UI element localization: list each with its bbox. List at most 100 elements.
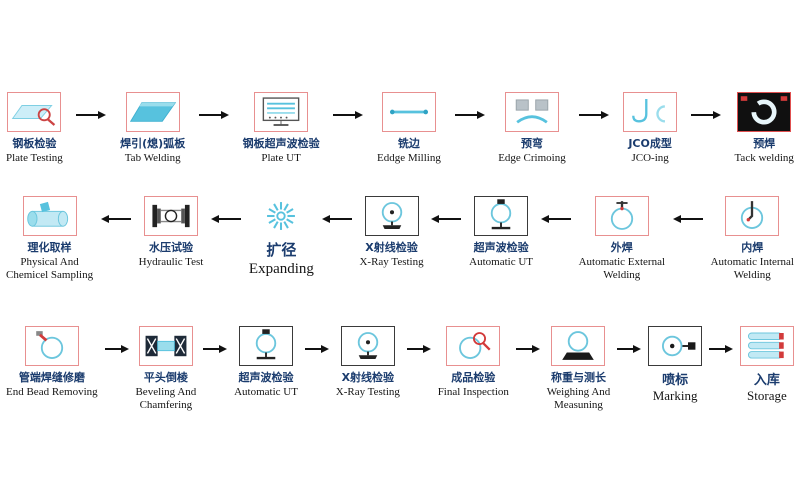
flow-step-hydraulic-test: 水压试验 Hydraulic Test bbox=[138, 196, 204, 269]
step-label-zh: 水压试验 bbox=[149, 241, 193, 254]
step-label-zh: 预弯 bbox=[520, 137, 543, 150]
ultrasonic-testing-icon bbox=[474, 196, 529, 236]
step-label-zh: 内焊 bbox=[741, 241, 764, 254]
step-label-en: Edge Crimoing bbox=[498, 152, 566, 164]
step-label-zh: X射线检验 bbox=[365, 241, 418, 254]
flow-step-expanding: 扩径 Expanding bbox=[249, 196, 314, 278]
step-label-en: Hydraulic Test bbox=[138, 256, 204, 268]
step-label-zh: X射线检验 bbox=[341, 371, 395, 384]
step-label-en: Plate Testing bbox=[6, 152, 63, 164]
arrow-right-icon bbox=[515, 345, 540, 353]
arrow-left-icon bbox=[672, 215, 703, 223]
step-label-en: Storage bbox=[747, 388, 787, 403]
flow-step-end-bead-removing: 管端焊缝修磨 End Bead Removing bbox=[6, 326, 98, 399]
arrow-right-icon bbox=[579, 111, 610, 119]
edge-milling-icon bbox=[381, 92, 436, 132]
weighing-icon bbox=[551, 326, 606, 366]
flow-step-final-inspection: 成品检验 Final Inspection bbox=[438, 326, 509, 399]
tack-welding-icon bbox=[737, 92, 792, 132]
step-label-zh: JCO成型 bbox=[628, 137, 672, 150]
arrow-right-icon bbox=[709, 345, 733, 353]
arrow-right-icon bbox=[454, 111, 485, 119]
arrow-right-icon bbox=[104, 345, 129, 353]
step-label-zh: 外焊 bbox=[610, 241, 633, 254]
step-label-zh: 称重与测长 bbox=[550, 371, 606, 384]
hydraulic-test-icon bbox=[144, 196, 198, 236]
expanding-icon bbox=[254, 196, 308, 236]
step-label-zh: 扩径 bbox=[266, 241, 297, 259]
step-label-zh: 超声波检验 bbox=[238, 371, 294, 384]
step-label-zh: 理化取样 bbox=[27, 241, 72, 254]
flow-step-jco-forming: JCO成型 JCO-ing bbox=[623, 92, 678, 165]
step-label-en: Automatic UT bbox=[234, 386, 298, 398]
step-label-en: JCO-ing bbox=[631, 152, 669, 164]
sampling-pipe-icon bbox=[22, 196, 77, 236]
step-label-en: Physical And Chemicel Sampling bbox=[6, 256, 94, 281]
step-label-zh: 钢板检验 bbox=[12, 137, 57, 150]
step-label-en: Tab Welding bbox=[124, 152, 181, 164]
step-label-en: Marking bbox=[652, 388, 698, 403]
marking-icon bbox=[648, 326, 703, 366]
step-label-zh: 喷标 bbox=[662, 373, 689, 388]
step-label-zh: 超声波检验 bbox=[473, 241, 529, 254]
step-label-en: Expanding bbox=[248, 261, 314, 277]
arrow-left-icon bbox=[321, 215, 352, 223]
jco-forming-icon bbox=[623, 92, 678, 132]
xray-testing-icon bbox=[364, 196, 419, 236]
flow-step-sampling-pipe: 理化取样 Physical And Chemicel Sampling bbox=[6, 196, 93, 281]
xray-testing-icon bbox=[340, 326, 395, 366]
tab-welding-icon bbox=[125, 92, 180, 132]
step-label-en: X-Ray Testing bbox=[335, 386, 400, 398]
ultrasonic-testing-icon bbox=[239, 326, 294, 366]
arrow-left-icon bbox=[211, 215, 242, 223]
flow-step-external-welding: 外焊 Automatic External Welding bbox=[579, 196, 665, 281]
step-label-zh: 钢板超声波检验 bbox=[242, 137, 320, 150]
arrow-left-icon bbox=[540, 215, 571, 223]
flow-step-tab-welding: 焊引(熄)弧板 Tab Welding bbox=[120, 92, 185, 165]
arrow-right-icon bbox=[617, 345, 642, 353]
flow-row-1: 钢板检验 Plate Testing 焊引(熄)弧板 Tab Welding 钢板超声波… bbox=[6, 92, 794, 165]
step-label-en: Automatic External Welding bbox=[578, 256, 666, 281]
arrow-right-icon bbox=[304, 345, 329, 353]
step-label-en: End Bead Removing bbox=[6, 386, 98, 398]
step-label-zh: 入库 bbox=[753, 373, 780, 388]
edge-crimping-icon bbox=[504, 92, 559, 132]
step-label-zh: 预焊 bbox=[753, 137, 776, 150]
external-welding-icon bbox=[594, 196, 649, 236]
arrow-left-icon bbox=[431, 215, 462, 223]
arrow-right-icon bbox=[690, 111, 721, 119]
step-label-zh: 铣边 bbox=[397, 137, 420, 150]
flow-step-edge-crimping: 预弯 Edge Crimoing bbox=[498, 92, 566, 165]
arrow-right-icon bbox=[406, 345, 431, 353]
plate-testing-icon bbox=[7, 92, 62, 132]
flow-step-xray-testing: X射线检验 X-Ray Testing bbox=[336, 326, 400, 399]
beveling-chamfering-icon bbox=[138, 326, 193, 366]
step-label-en: Automatic UT bbox=[469, 256, 534, 268]
flow-step-ultrasonic-testing: 超声波检验 Automatic UT bbox=[234, 326, 298, 399]
flow-row-2: 理化取样 Physical And Chemicel Sampling 水压试验 Hy… bbox=[6, 196, 794, 281]
final-inspection-icon bbox=[446, 326, 501, 366]
internal-welding-icon bbox=[725, 196, 780, 236]
arrow-right-icon bbox=[203, 345, 228, 353]
step-label-zh: 成品检验 bbox=[451, 371, 496, 384]
step-label-en: Final Inspection bbox=[437, 386, 509, 398]
arrow-right-icon bbox=[333, 111, 364, 119]
step-label-en: Beveling And Chamfering bbox=[135, 386, 197, 411]
flow-step-ultrasonic-testing: 超声波检验 Automatic UT bbox=[469, 196, 533, 269]
flow-step-internal-welding: 内焊 Automatic Internal Welding bbox=[711, 196, 794, 281]
arrow-left-icon bbox=[100, 215, 131, 223]
end-bead-removing-icon bbox=[24, 326, 79, 366]
step-label-zh: 管端焊缝修磨 bbox=[18, 371, 85, 384]
step-label-en: Automatic Internal Welding bbox=[710, 256, 794, 281]
plate-ut-icon bbox=[254, 92, 309, 132]
step-label-zh: 焊引(熄)弧板 bbox=[120, 137, 186, 150]
step-label-en: Plate UT bbox=[261, 152, 301, 164]
